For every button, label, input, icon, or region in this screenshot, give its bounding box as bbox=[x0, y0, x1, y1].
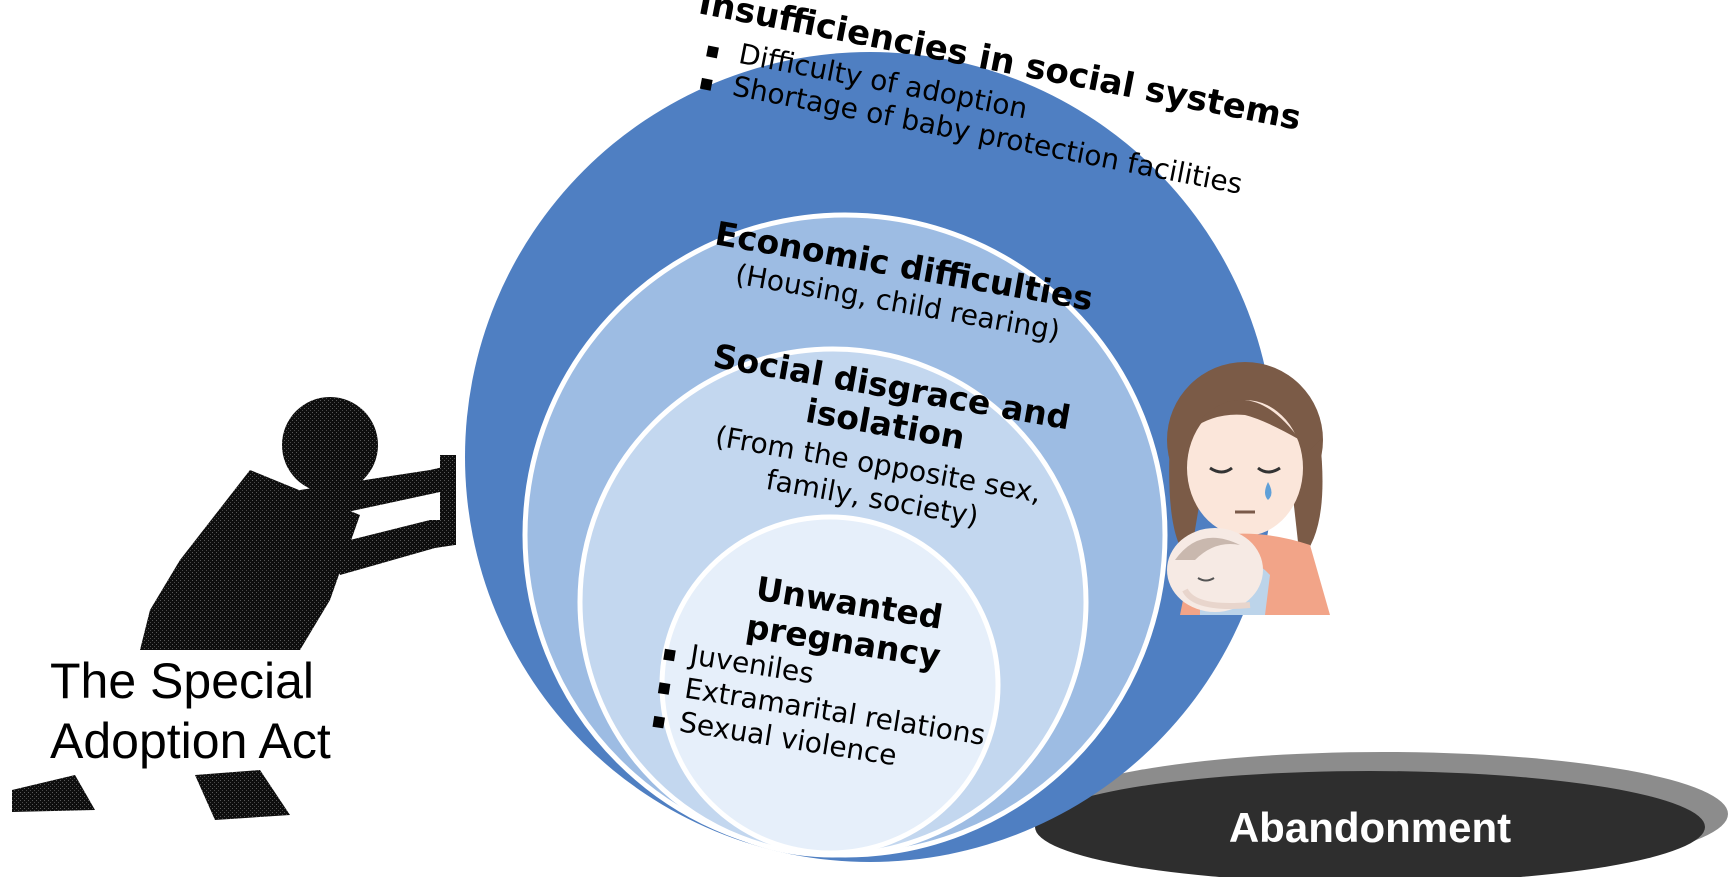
act-label-line2: Adoption Act bbox=[50, 713, 331, 769]
unwanted-text-group: Unwanted pregnancy ▪ Juveniles ▪ Extrama… bbox=[650, 569, 988, 773]
bullet-marker: ▪ bbox=[660, 641, 679, 668]
bullet-marker: ▪ bbox=[697, 70, 716, 97]
bullet-marker: ▪ bbox=[655, 674, 674, 701]
abandonment-label: Abandonment bbox=[1229, 804, 1511, 851]
act-label-line1: The Special bbox=[50, 653, 314, 709]
bullet-marker: ▪ bbox=[703, 37, 722, 64]
special-adoption-act-label: The Special Adoption Act bbox=[50, 653, 331, 769]
mother-face-icon bbox=[1187, 400, 1303, 536]
bullet-marker: ▪ bbox=[650, 708, 669, 735]
crying-mother-icon bbox=[1167, 362, 1330, 615]
abandonment-pit bbox=[1035, 752, 1728, 877]
pushing-figure-icon bbox=[12, 397, 456, 820]
abandonment-pit-hole bbox=[1035, 771, 1705, 877]
unwanted-circle bbox=[659, 514, 1001, 856]
nested-circles bbox=[465, 52, 1275, 862]
